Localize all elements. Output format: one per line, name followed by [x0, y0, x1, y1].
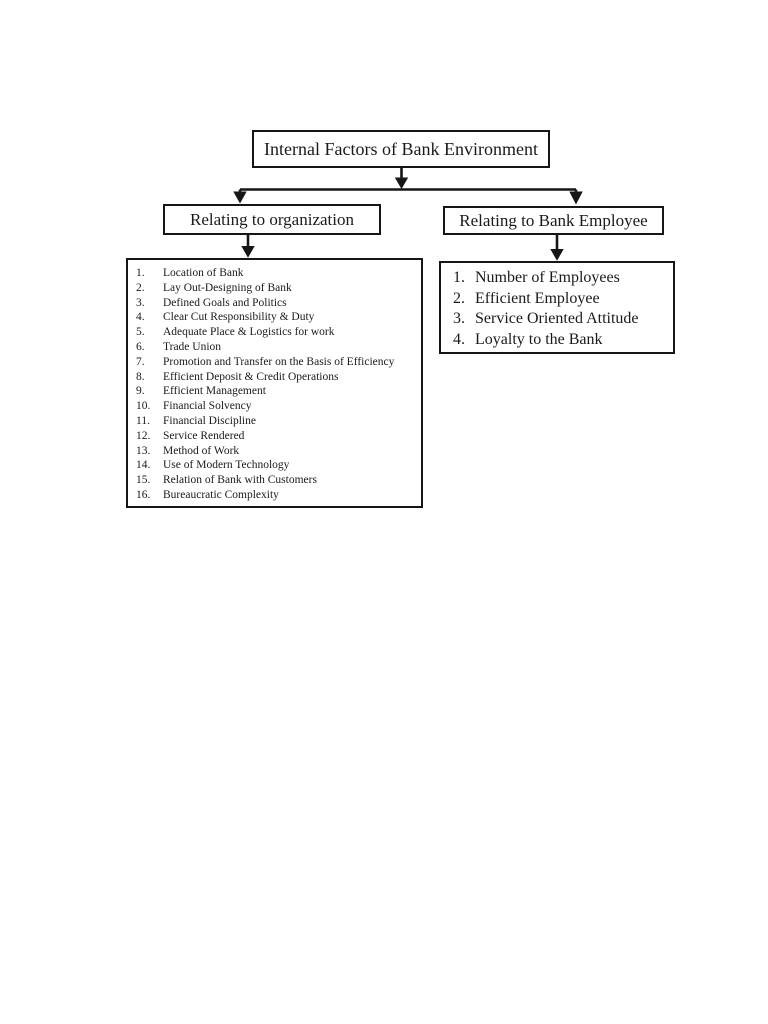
list-item: 1. Number of Employees: [453, 268, 669, 289]
branch-employee-label: Relating to Bank Employee: [459, 210, 648, 230]
list-item-label: Method of Work: [163, 444, 240, 457]
list-item-label: Trade Union: [163, 340, 222, 353]
list-item-number: 1.: [136, 267, 145, 279]
list-item: 6. Trade Union: [136, 340, 417, 355]
list-item-number: 2.: [453, 289, 465, 307]
organization-factors-list: 1. Location of Bank 2. Lay Out-Designing…: [136, 266, 417, 503]
list-item: 1. Location of Bank: [136, 266, 417, 281]
list-item-label: Service Rendered: [163, 429, 245, 442]
list-item-number: 4.: [136, 311, 145, 324]
list-item-number: 9.: [136, 385, 145, 398]
list-item-label: Efficient Employee: [475, 289, 600, 307]
list-item-label: Financial Solvency: [163, 400, 252, 413]
list-item: 11. Financial Discipline: [136, 414, 417, 429]
list-item-label: Clear Cut Responsibility & Duty: [163, 311, 315, 324]
list-item-label: Service Oriented Attitude: [475, 310, 639, 328]
list-item-label: Promotion and Transfer on the Basis of E…: [163, 355, 395, 368]
list-item-number: 4.: [453, 330, 465, 348]
list-item-label: Location of Bank: [163, 267, 244, 279]
list-item: 5. Adequate Place & Logistics for work: [136, 325, 417, 340]
list-item: 8. Efficient Deposit & Credit Operations: [136, 370, 417, 385]
arrowhead-to-employee-list-icon: [550, 249, 564, 261]
list-item-number: 1.: [453, 269, 465, 286]
list-item-number: 3.: [136, 296, 145, 309]
list-item-number: 6.: [136, 340, 145, 353]
list-item-number: 5.: [136, 326, 145, 339]
list-item-label: Financial Discipline: [163, 414, 256, 427]
list-item-number: 3.: [453, 310, 465, 328]
employee-factors-list: 1. Number of Employees 2. Efficient Empl…: [453, 268, 669, 350]
list-item-label: Bureaucratic Complexity: [163, 488, 279, 501]
list-item-label: Lay Out-Designing of Bank: [163, 281, 292, 294]
employee-factors-box: 1. Number of Employees 2. Efficient Empl…: [439, 261, 675, 354]
list-item-label: Efficient Management: [163, 385, 266, 398]
list-item-label: Loyalty to the Bank: [475, 330, 603, 348]
list-item-number: 7.: [136, 355, 145, 368]
arrowhead-to-organization-list-icon: [241, 246, 255, 258]
list-item: 16. Bureaucratic Complexity: [136, 488, 417, 503]
list-item-label: Use of Modern Technology: [163, 459, 290, 472]
list-item: 14. Use of Modern Technology: [136, 458, 417, 473]
list-item-number: 2.: [136, 281, 145, 294]
list-item-number: 14.: [136, 459, 151, 472]
list-item: 9. Efficient Management: [136, 384, 417, 399]
list-item-label: Adequate Place & Logistics for work: [163, 326, 335, 339]
organization-factors-box: 1. Location of Bank 2. Lay Out-Designing…: [126, 258, 423, 508]
list-item: 2. Lay Out-Designing of Bank: [136, 281, 417, 296]
branch-node-organization: Relating to organization: [163, 204, 381, 235]
list-item-number: 11.: [136, 414, 150, 427]
list-item-number: 8.: [136, 370, 145, 383]
arrowhead-to-organization-icon: [233, 191, 247, 204]
list-item: 12. Service Rendered: [136, 429, 417, 444]
list-item: 7. Promotion and Transfer on the Basis o…: [136, 355, 417, 370]
list-item: 2. Efficient Employee: [453, 289, 669, 310]
list-item-label: Relation of Bank with Customers: [163, 474, 317, 487]
root-node-label: Internal Factors of Bank Environment: [264, 138, 538, 159]
arrowhead-root-to-split-icon: [394, 177, 409, 189]
list-item-label: Efficient Deposit & Credit Operations: [163, 370, 339, 383]
list-item: 4. Loyalty to the Bank: [453, 330, 669, 351]
list-item-number: 13.: [136, 444, 151, 457]
root-node-internal-factors: Internal Factors of Bank Environment: [252, 130, 550, 168]
arrowhead-to-employee-icon: [569, 191, 583, 205]
list-item-label: Number of Employees: [475, 269, 620, 286]
list-item: 15. Relation of Bank with Customers: [136, 473, 417, 488]
list-item-number: 15.: [136, 474, 151, 487]
list-item-label: Defined Goals and Politics: [163, 296, 287, 309]
list-item: 3. Defined Goals and Politics: [136, 296, 417, 311]
list-item: 4. Clear Cut Responsibility & Duty: [136, 310, 417, 325]
branch-organization-label: Relating to organization: [190, 209, 354, 229]
list-item: 10. Financial Solvency: [136, 399, 417, 414]
list-item-number: 10.: [136, 400, 151, 413]
list-item-number: 12.: [136, 429, 151, 442]
list-item: 3. Service Oriented Attitude: [453, 309, 669, 330]
list-item: 13. Method of Work: [136, 444, 417, 459]
branch-node-bank-employee: Relating to Bank Employee: [443, 206, 664, 235]
list-item-number: 16.: [136, 488, 151, 501]
